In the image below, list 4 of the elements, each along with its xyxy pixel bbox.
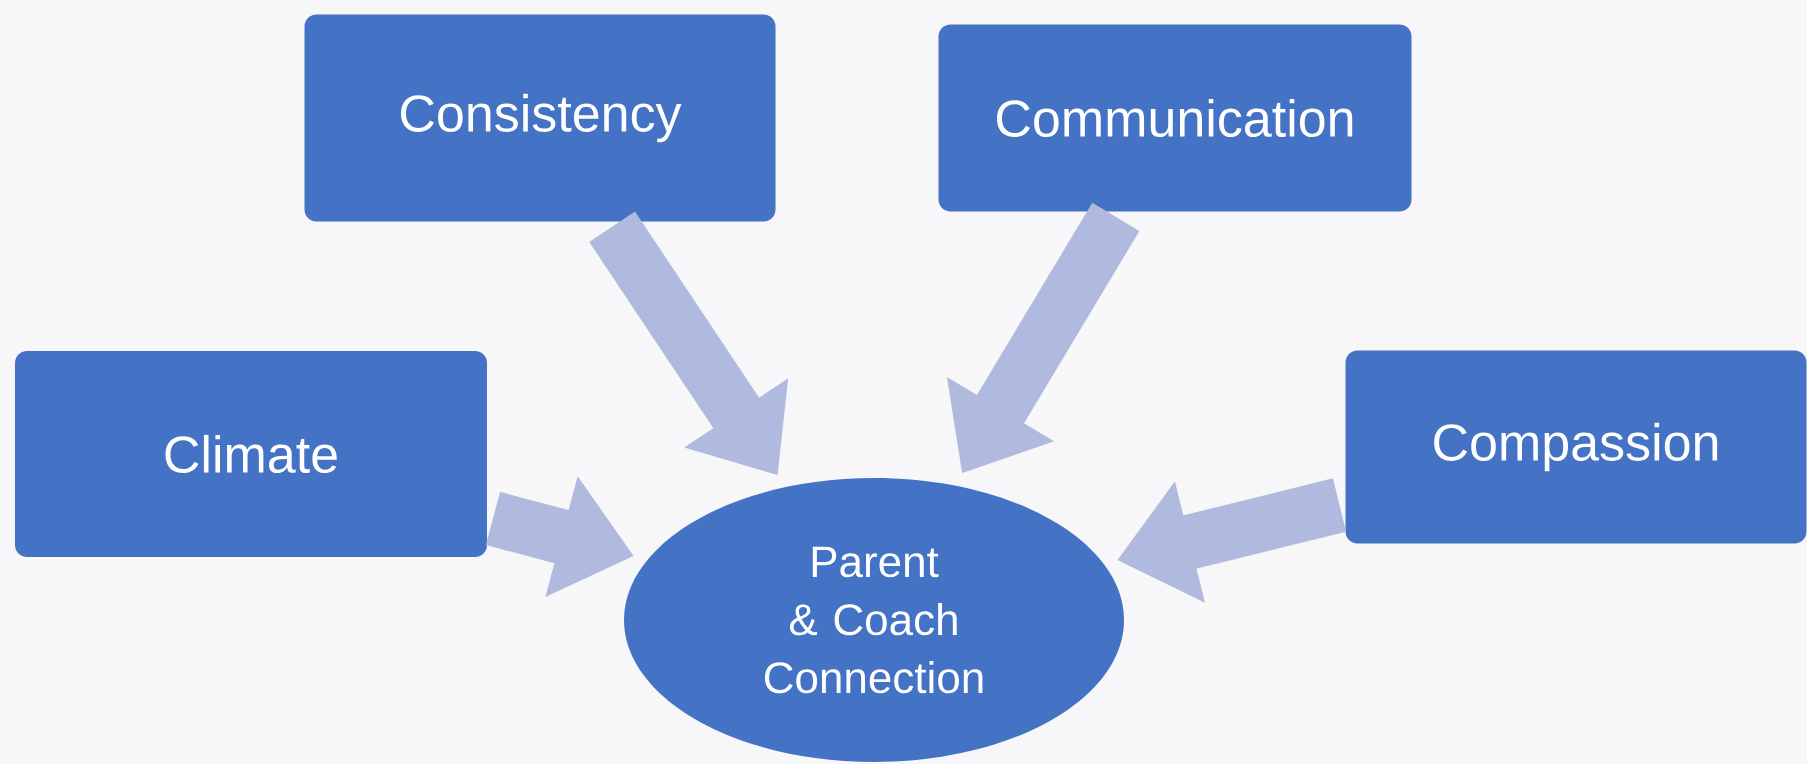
process-box: Compassion — [1345, 350, 1807, 544]
process-box: Communication — [938, 24, 1412, 212]
process-box: Consistency — [304, 14, 776, 222]
process-box: Climate — [15, 351, 487, 557]
